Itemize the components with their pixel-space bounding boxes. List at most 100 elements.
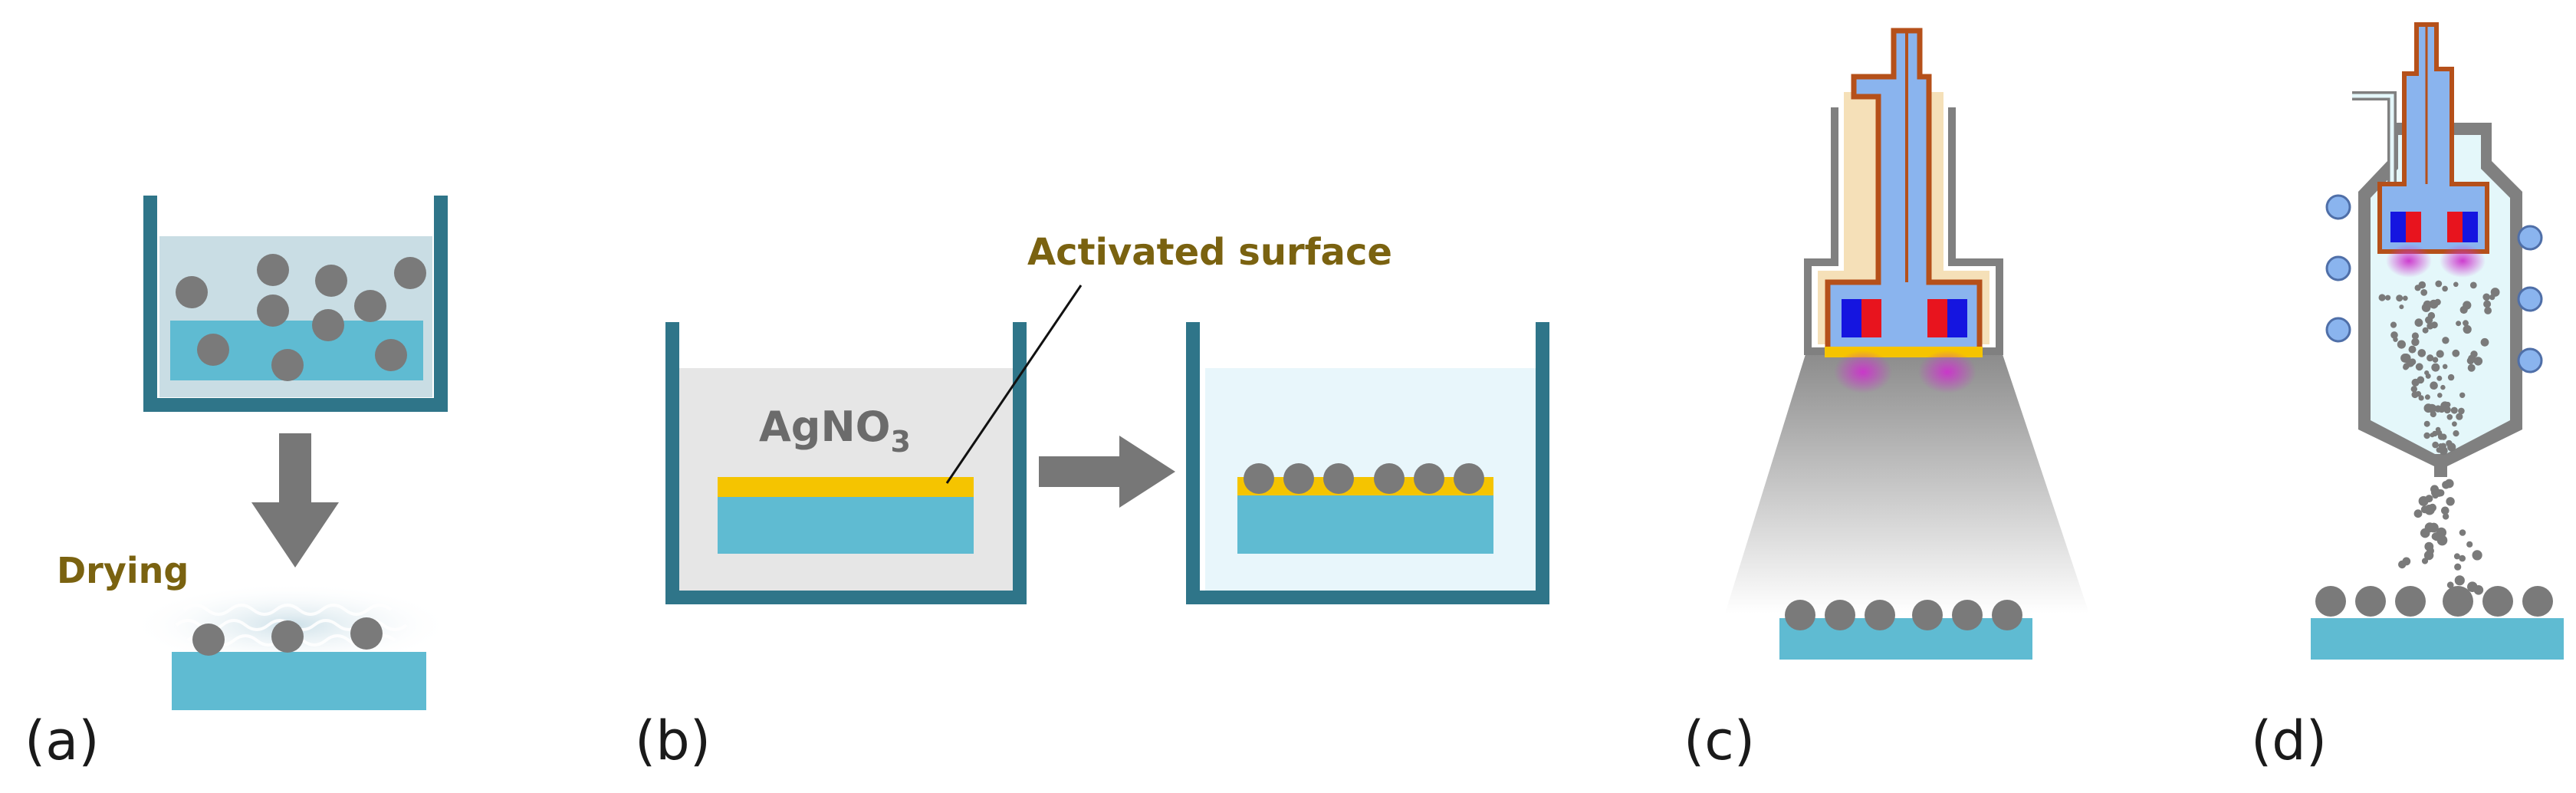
particle xyxy=(354,290,386,322)
cluster-dot xyxy=(2421,303,2431,312)
cluster-dot xyxy=(2424,394,2430,400)
cluster-dot xyxy=(2385,294,2391,301)
cluster-dot xyxy=(2442,285,2448,292)
substrate-b2 xyxy=(1237,495,1493,554)
suspended-particles xyxy=(176,254,426,381)
cluster-dot xyxy=(2435,426,2441,433)
drying-label: Drying xyxy=(57,550,189,591)
particle xyxy=(1244,463,1274,494)
cluster-dot xyxy=(2446,439,2453,447)
particle xyxy=(350,617,383,650)
panel-label-c: (c) xyxy=(1684,709,1755,772)
cluster-dot xyxy=(2458,407,2465,415)
cluster-dot xyxy=(2482,293,2490,301)
cluster-dot xyxy=(2390,331,2398,339)
substrate-c xyxy=(1779,618,2032,660)
cluster-dot xyxy=(2463,301,2472,310)
cluster-dot xyxy=(2417,376,2425,384)
plasma-glow xyxy=(1834,350,1892,393)
cluster-dot xyxy=(2484,307,2492,314)
cluster-dot xyxy=(2454,563,2462,571)
magnet-red xyxy=(1861,299,1881,337)
particle xyxy=(271,349,304,381)
cluster-dot xyxy=(2378,294,2386,301)
cluster-dot xyxy=(2429,522,2439,533)
cluster-dots xyxy=(2378,280,2500,595)
particle xyxy=(312,309,344,341)
beaker-b2-wall xyxy=(1186,322,1549,604)
cluster-dot xyxy=(2440,384,2446,390)
particle xyxy=(1912,600,1943,630)
cluster-dot xyxy=(2420,289,2428,296)
cluster-dot xyxy=(2436,375,2443,381)
cluster-dot xyxy=(2397,340,2406,349)
particle xyxy=(2355,586,2386,617)
panel-b: AgNO3 Activated surface (b) xyxy=(635,231,1549,772)
deposited-particles xyxy=(1244,463,1484,494)
particle xyxy=(257,254,289,286)
cluster-dot xyxy=(2453,553,2460,560)
cluster-dot xyxy=(2411,332,2419,340)
plasma-glow xyxy=(2440,244,2486,278)
plasma-glow xyxy=(1918,350,1976,393)
cluster-dot xyxy=(2411,337,2420,347)
cluster-dot xyxy=(2415,363,2423,371)
activated-layer xyxy=(718,477,974,497)
cluster-dot xyxy=(2442,364,2448,370)
sputtered-particles xyxy=(1785,600,2022,630)
particle xyxy=(1825,600,1855,630)
particle xyxy=(1323,463,1354,494)
coil-icon xyxy=(2325,194,2351,220)
panel-label-b: (b) xyxy=(635,709,711,772)
coil-icon xyxy=(2517,286,2543,312)
callout-line xyxy=(945,285,1083,484)
cluster-dot xyxy=(2456,413,2463,420)
cluster-dot xyxy=(2426,354,2434,362)
cluster-dot xyxy=(2436,350,2444,358)
substrate-a xyxy=(172,652,426,710)
cluster-dot xyxy=(2420,528,2430,538)
cluster-dot xyxy=(2418,281,2426,289)
cluster-dot xyxy=(2444,479,2454,489)
cluster-dot xyxy=(2425,495,2433,503)
cluster-dot xyxy=(2424,504,2435,515)
cluster-dot xyxy=(2415,390,2422,397)
cluster-dot xyxy=(2423,432,2430,439)
cluster-dot xyxy=(2452,421,2457,427)
cluster-dot xyxy=(2414,318,2423,327)
cluster-dot xyxy=(2398,560,2407,569)
cluster-dot xyxy=(2430,383,2436,390)
magnet-blue xyxy=(2463,212,2478,242)
cluster-dot xyxy=(2432,532,2441,541)
cluster-dot xyxy=(2423,420,2430,427)
cluster-dot xyxy=(2463,320,2469,327)
cluster-dot xyxy=(2452,349,2460,357)
cluster-dot xyxy=(2402,295,2408,301)
cluster-dot xyxy=(2447,373,2455,381)
particle xyxy=(375,339,407,371)
cluster-dot xyxy=(2437,489,2445,497)
particle xyxy=(1374,463,1405,494)
cluster-dot xyxy=(2438,405,2446,413)
solution-subscript: 3 xyxy=(891,425,911,459)
cluster-dot xyxy=(2459,529,2466,536)
cluster-dot xyxy=(2399,304,2404,310)
particle xyxy=(1454,463,1484,494)
cluster-dot xyxy=(2437,393,2443,398)
beaker-b1-wall xyxy=(665,322,1027,604)
particle xyxy=(1785,600,1815,630)
magnet-blue xyxy=(1842,299,1861,337)
cluster-dot xyxy=(2442,513,2450,520)
cluster-dot xyxy=(2446,497,2455,506)
side-pipe-inner xyxy=(2352,94,2394,192)
gas-pipe xyxy=(2377,22,2489,254)
particle xyxy=(1865,600,1895,630)
cluster-dot xyxy=(2421,558,2429,564)
cluster-dot xyxy=(2441,448,2447,454)
cluster-dot xyxy=(2446,581,2454,589)
cluster-dot xyxy=(2480,337,2489,347)
dried-particles xyxy=(192,617,383,656)
beaker-a-wall xyxy=(143,196,448,412)
cluster-dot xyxy=(2423,550,2434,561)
